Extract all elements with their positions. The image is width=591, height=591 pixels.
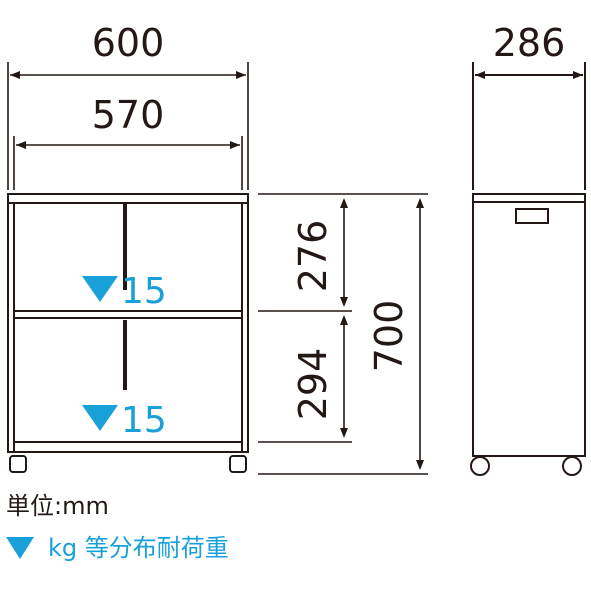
- load-upper-value: 15: [121, 271, 167, 312]
- load-triangle-upper-icon: [82, 276, 118, 302]
- arrow-294-bottom: [340, 428, 348, 438]
- arrow-276-bottom: [340, 297, 348, 307]
- dim-shelf-upper: 276: [291, 220, 335, 293]
- unit-note: 単位:mm: [6, 492, 109, 520]
- arrow-700-bottom: [416, 460, 424, 470]
- side-caster-right: [562, 456, 582, 476]
- arrow-600-right: [236, 71, 246, 79]
- dim-height-total: 700: [367, 300, 411, 373]
- dim-width-outer: 600: [92, 21, 165, 65]
- arrow-570-left: [16, 141, 26, 149]
- load-lower-value: 15: [121, 400, 167, 441]
- arrow-286-left: [475, 71, 485, 79]
- front-caster-left: [9, 455, 27, 473]
- side-caster-left: [470, 456, 490, 476]
- dim-depth: 286: [493, 21, 566, 65]
- arrow-276-top: [340, 198, 348, 208]
- arrow-294-top: [340, 315, 348, 325]
- arrow-570-right: [230, 141, 240, 149]
- front-cabinet-body: [7, 193, 249, 453]
- arrow-700-top: [416, 198, 424, 208]
- front-caster-right: [229, 455, 247, 473]
- load-triangle-lower-icon: [82, 405, 118, 431]
- side-cabinet-body: [472, 193, 586, 457]
- side-handle: [515, 208, 549, 224]
- dim-width-inner: 570: [92, 93, 165, 137]
- arrow-600-left: [10, 71, 20, 79]
- load-triangle-icon: [6, 537, 34, 559]
- load-legend-text: kg 等分布耐荷重: [48, 534, 229, 562]
- dim-shelf-lower: 294: [291, 348, 335, 421]
- arrow-286-right: [573, 71, 583, 79]
- load-legend: kg 等分布耐荷重: [6, 536, 229, 560]
